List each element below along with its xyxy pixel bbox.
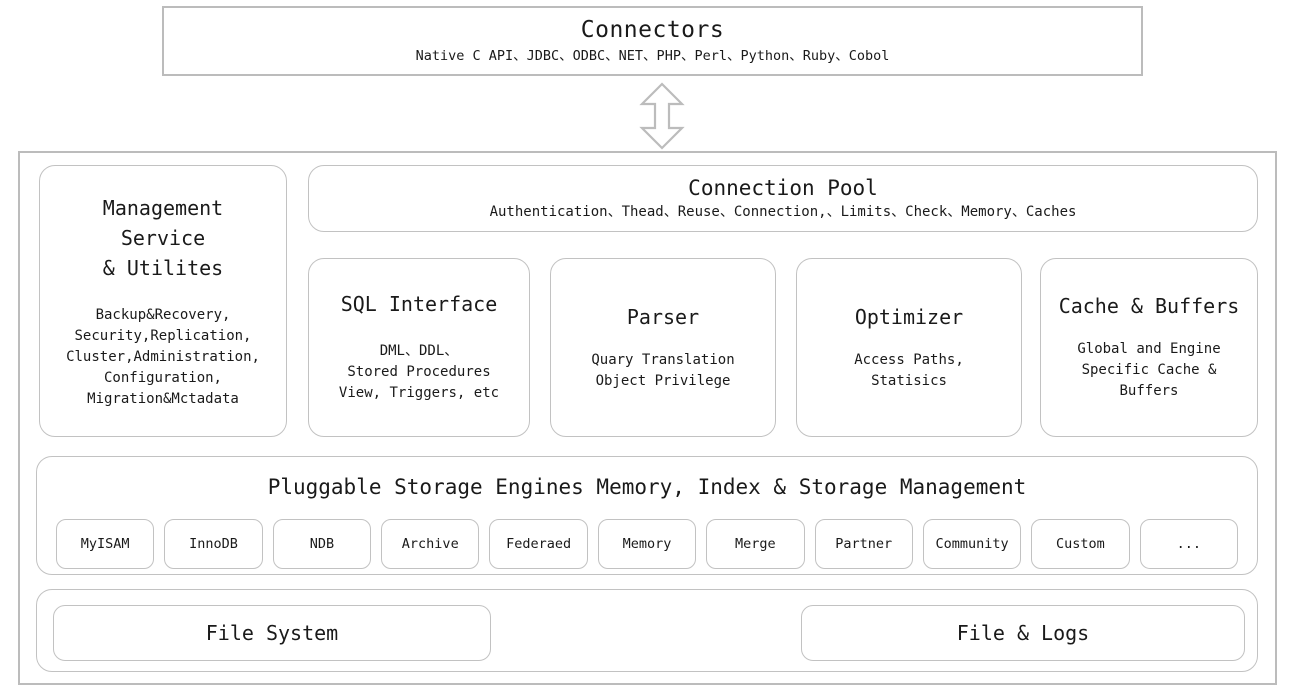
storage-engine-chip[interactable]: Partner (814, 519, 913, 569)
parser-detail-0: Quary Translation (591, 351, 735, 368)
parser-box: Parser Quary Translation Object Privileg… (550, 258, 776, 437)
storage-engines-title: Pluggable Storage Engines Memory, Index … (267, 475, 1027, 499)
storage-engine-chip[interactable]: InnoDB (164, 519, 263, 569)
storage-engine-chip[interactable]: Merge (706, 519, 805, 569)
storage-engine-chip[interactable]: MyISAM (56, 519, 155, 569)
sql-interface-detail-1: Stored Procedures (347, 364, 491, 380)
connection-pool-subtitle: Authentication、Thead、Reuse、Connection,、L… (489, 204, 1077, 220)
management-detail-4: Migration&Mctadata (87, 390, 239, 407)
cache-and-buffers-box: Cache & Buffers Global and Engine Specif… (1040, 258, 1258, 437)
storage-engine-list: MyISAM InnoDB NDB Archive Federaed Memor… (51, 519, 1243, 569)
sql-interface-detail-0: DML、DDL、 (379, 343, 459, 359)
double-headed-vertical-arrow-icon (638, 82, 686, 150)
cache-buffers-detail-2: Buffers (1119, 383, 1179, 399)
management-title-line1: Management (102, 195, 224, 220)
management-detail-0: Backup&Recovery, (95, 306, 231, 323)
storage-engine-chip[interactable]: Community (922, 519, 1022, 569)
file-system-box: File System (53, 605, 491, 661)
optimizer-title: Optimizer (854, 304, 964, 329)
parser-title: Parser (626, 304, 700, 329)
parser-detail-1: Object Privilege (595, 372, 731, 389)
storage-engine-chip[interactable]: Federaed (489, 519, 588, 569)
connectors-title: Connectors (580, 17, 725, 43)
sql-interface-box: SQL Interface DML、DDL、 Stored Procedures… (308, 258, 530, 437)
management-title-line3: & Utilites (102, 255, 224, 280)
management-title-line2: Service (120, 225, 206, 250)
pluggable-storage-engines-section: Pluggable Storage Engines Memory, Index … (36, 456, 1258, 575)
connection-pool-box: Connection Pool Authentication、Thead、Reu… (308, 165, 1258, 232)
storage-engine-chip[interactable]: Custom (1031, 519, 1130, 569)
sql-interface-title: SQL Interface (340, 292, 498, 316)
management-detail-1: Security,Replication, (74, 327, 252, 344)
file-system-section: File System File & Logs (36, 589, 1258, 672)
connectors-subtitle: Native C API、JDBC、ODBC、NET、PHP、Perl、Pyth… (415, 48, 890, 64)
management-detail-2: Cluster,Administration, (66, 348, 260, 365)
cache-buffers-detail-1: Specific Cache & (1081, 362, 1217, 378)
management-detail-3: Configuration, (103, 369, 222, 386)
cache-buffers-detail-0: Global and Engine (1077, 341, 1221, 357)
connection-pool-title: Connection Pool (688, 176, 878, 200)
sql-interface-detail-2: View, Triggers, etc (338, 385, 500, 401)
cache-buffers-title: Cache & Buffers (1058, 294, 1240, 318)
storage-engine-chip-more[interactable]: ... (1139, 519, 1238, 569)
storage-engine-chip[interactable]: Archive (381, 519, 480, 569)
optimizer-detail-0: Access Paths, (854, 351, 964, 368)
optimizer-detail-1: Statisics (871, 372, 947, 389)
storage-engine-chip[interactable]: Memory (597, 519, 697, 569)
file-and-logs-box: File & Logs (801, 605, 1245, 661)
management-service-box: Management Service & Utilites Backup&Rec… (39, 165, 287, 437)
connectors-box: Connectors Native C API、JDBC、ODBC、NET、PH… (162, 6, 1143, 76)
optimizer-box: Optimizer Access Paths, Statisics (796, 258, 1022, 437)
storage-engine-chip[interactable]: NDB (272, 519, 372, 569)
